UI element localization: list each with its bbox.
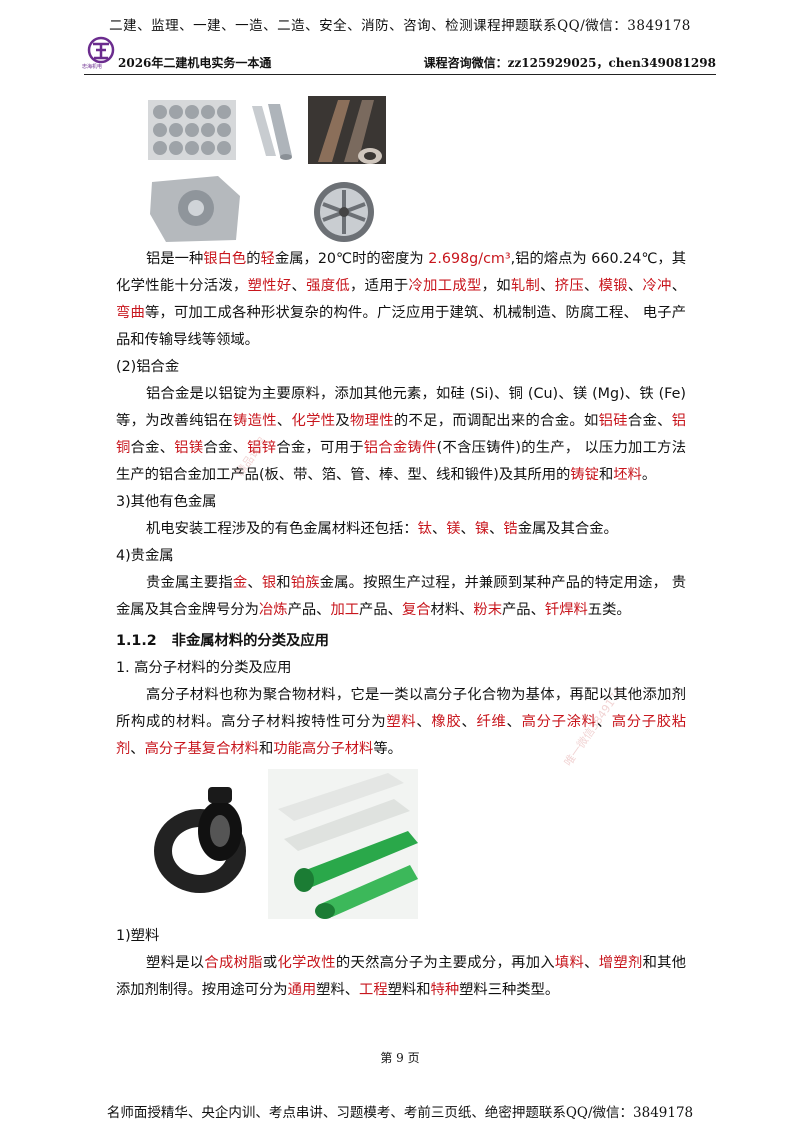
alloy-wheel-photo — [314, 182, 374, 242]
paragraph-plastics: 塑料是以合成树脂或化学改性的天然高分子为主要成分，再加入填料、增塑剂和其他添加剂… — [116, 955, 687, 998]
paragraph-other-nonferrous: 机电安装工程涉及的有色金属材料还包括：钛、镁、镍、锆金属及其合金。 — [146, 521, 618, 537]
heading-aluminum-alloy: (2)铝合金 — [116, 359, 180, 375]
paragraph-polymer-materials: 高分子材料也称为聚合物材料，它是一类以高分子化合物为基体，再配以其他添加剂所构成… — [116, 687, 687, 757]
section-number: 1.1.2 — [116, 633, 157, 649]
contact-info: 课程咨询微信：zz125929025，chen349081298 — [423, 56, 716, 70]
publisher-logo: 忠海机电 — [82, 36, 122, 72]
logo-caption: 忠海机电 — [82, 64, 103, 70]
bottom-banner: 名师面授精华、央企内训、考点串讲、习题模考、考前三页纸、绝密押题联系QQ/微信：… — [106, 1105, 694, 1121]
page-content: 铝是一种银白色的轻金属，20℃时的密度为 2.698g/cm³,铝的熔点为 66… — [116, 96, 686, 1004]
polymer-photos — [116, 763, 686, 923]
paragraph-aluminum-alloy: 铝合金是以铝锭为主要原料，添加其他元素，如硅 (Si)、铜 (Cu)、镁 (Mg… — [116, 386, 687, 483]
heading-other-nonferrous: 3)其他有色金属 — [116, 494, 217, 510]
page-header: 忠海机电 2026年二建机电实务一本通 课程咨询微信：zz125929025，c… — [82, 36, 716, 75]
top-banner: 二建、监理、一建、一造、二造、安全、消防、咨询、检测课程押题联系QQ/微信：38… — [109, 18, 691, 34]
green-plastic-pipes-photo — [268, 769, 418, 919]
section-heading: 1.1.2 非金属材料的分类及应用 — [116, 628, 686, 655]
heading-polymer-materials: 1. 高分子材料的分类及应用 — [116, 660, 292, 676]
rubber-seal-photo — [154, 787, 246, 893]
cast-housing-photo — [150, 176, 240, 242]
book-title: 2026年二建机电实务一本通 — [118, 56, 272, 70]
metal-products-image — [148, 96, 386, 242]
aluminum-pipes-photo — [248, 100, 298, 160]
page-number: 第 9 页 — [380, 1051, 420, 1065]
paragraph-aluminum: 铝是一种银白色的轻金属，20℃时的密度为 2.698g/cm³,铝的熔点为 66… — [116, 251, 687, 348]
section-title: 非金属材料的分类及应用 — [171, 633, 329, 649]
metal-photos — [116, 96, 686, 246]
heading-plastics: 1)塑料 — [116, 928, 160, 944]
polymer-products-image — [154, 769, 418, 919]
alloy-pipes-photo — [308, 96, 386, 164]
paragraph-precious-metals: 贵金属主要指金、银和铂族金属。按照生产过程，并兼顾到某种产品的特定用途， 贵金属… — [116, 575, 687, 618]
heading-precious-metals: 4)贵金属 — [116, 548, 174, 564]
aluminum-tubes-photo — [148, 100, 236, 160]
